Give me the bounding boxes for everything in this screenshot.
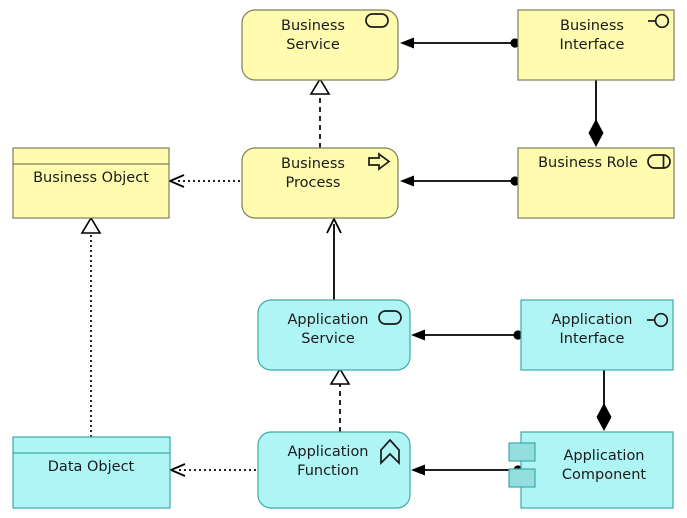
open-arrow-marker [168, 463, 186, 477]
hollow-triangle-marker [309, 77, 331, 95]
node-application-function[interactable]: Application Function [257, 431, 411, 509]
edge-application-component-to-application-function[interactable] [411, 464, 523, 476]
edge-application-service-to-business-process[interactable] [326, 216, 342, 300]
edge-application-function-to-data-object[interactable] [168, 463, 256, 477]
filled-arrow-marker [400, 175, 414, 187]
node-business-interface[interactable]: Business Interface [517, 9, 675, 81]
node-label-line1: Business [281, 18, 345, 34]
node-label-line2: Interface [560, 37, 625, 53]
edge-business-interface-to-business-role[interactable] [588, 80, 604, 147]
node-business-role[interactable]: Business Role [517, 147, 675, 219]
node-label-line1: Application [287, 312, 368, 328]
edge-application-interface-to-application-component[interactable] [596, 370, 612, 431]
assignment-ball-marker [510, 176, 520, 186]
chevron-up-icon [380, 438, 400, 466]
arrow-right-icon [368, 152, 391, 171]
filled-diamond-marker [596, 403, 612, 431]
node-label-line2: Service [301, 331, 355, 347]
node-label-line1: Business Role [538, 155, 638, 171]
filled-arrow-marker [411, 329, 425, 341]
node-label-line2: Process [285, 175, 340, 191]
edge-data-object-to-business-object[interactable] [80, 216, 102, 437]
edge-business-process-to-business-object[interactable] [167, 174, 240, 188]
open-arrow-marker [326, 216, 342, 234]
node-layer: Business Service Business Interface Busi… [12, 9, 675, 509]
rounded-rectangle-icon [378, 310, 402, 325]
node-label-line1: Business [560, 18, 624, 34]
node-label-line2: Service [286, 37, 340, 53]
node-business-process[interactable]: Business Process [241, 147, 399, 219]
edge-business-role-to-business-process[interactable] [400, 175, 520, 187]
node-application-interface[interactable]: Application Interface [520, 299, 674, 371]
edge-application-interface-to-application-service[interactable] [411, 329, 523, 341]
assignment-ball-marker [513, 330, 523, 340]
node-label-line2: Component [562, 467, 646, 483]
edge-business-interface-to-business-service[interactable] [400, 37, 520, 49]
edge-layer [80, 37, 612, 477]
rounded-rectangle-icon [365, 13, 389, 28]
node-label-line2: Function [297, 463, 359, 479]
node-business-service[interactable]: Business Service [241, 9, 399, 81]
node-label-line1: Business [281, 156, 345, 172]
edge-application-function-to-application-service[interactable] [329, 367, 351, 432]
lollipop-interface-icon [648, 13, 670, 29]
filled-arrow-marker [411, 464, 425, 476]
node-business-object[interactable]: Business Object [12, 147, 170, 219]
node-label-line1: Application [563, 448, 644, 464]
node-label-line1: Application [287, 444, 368, 460]
node-application-service[interactable]: Application Service [257, 299, 411, 371]
hollow-triangle-marker [80, 216, 102, 234]
edge-business-process-to-business-service[interactable] [309, 77, 331, 148]
assignment-ball-marker [510, 38, 520, 48]
node-label-line1: Data Object [48, 459, 135, 475]
node-application-component[interactable]: Application Component [508, 431, 674, 509]
node-label-line1: Business Object [33, 170, 149, 186]
hollow-triangle-marker [329, 367, 351, 385]
node-label-line2: Interface [560, 331, 625, 347]
filled-diamond-marker [588, 119, 604, 147]
node-data-object[interactable]: Data Object [12, 436, 171, 509]
filled-arrow-marker [400, 37, 414, 49]
lollipop-interface-icon [647, 312, 669, 328]
role-cylinder-icon [647, 154, 671, 169]
component-tabs-icon [508, 442, 536, 488]
node-label-line1: Application [551, 312, 632, 328]
open-arrow-marker [167, 174, 185, 188]
